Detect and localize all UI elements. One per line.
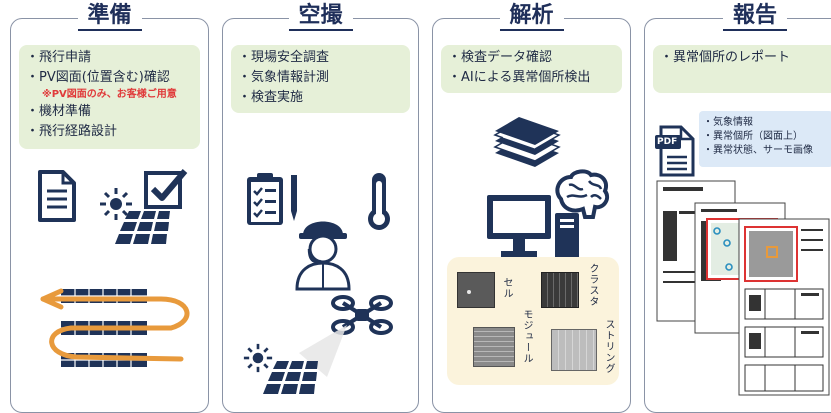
panel-report: 報告 ・異常個所のレポート PDF ・気象情報 ・異常個所（図面上） ・異常状態… <box>644 3 831 413</box>
note-customer-provides: ※PV図面のみ、お客様ご用意 <box>42 89 177 100</box>
panel-preparation: 準備 ・飛行申請 ・PV図面(位置含む)確認 ※PV図面のみ、お客様ご用意 ・機… <box>10 3 209 413</box>
report-item-weather: ・気象情報 <box>703 117 753 128</box>
label-cell: セル <box>501 277 512 299</box>
note-report-locations: ・異常個所のレポート <box>660 50 791 65</box>
brain-icon <box>555 169 610 219</box>
preparation-notes: ・飛行申請 ・PV図面(位置含む)確認 ※PV図面のみ、お客様ご用意 ・機材準備… <box>19 45 200 149</box>
note-data-check: ・検査データ確認 <box>448 50 553 65</box>
aerial-notes: ・現場安全調査 ・気象情報計測 ・検査実施 <box>231 45 410 113</box>
clipboard-checklist-icon <box>247 173 283 225</box>
report-item-thermal: ・異常状態、サーモ画像 <box>703 145 813 156</box>
pen-icon <box>291 175 297 221</box>
note-pv-drawing: ・PV図面(位置含む)確認 <box>26 70 170 85</box>
drone-icon <box>331 295 393 335</box>
pdf-label: PDF <box>657 137 678 147</box>
report-pages-icon <box>656 180 830 396</box>
sun-icon-aerial <box>243 343 273 373</box>
thermal-cluster-image <box>541 272 579 308</box>
thermal-string-image <box>551 329 597 371</box>
panel-title-report: 報告 <box>722 3 788 31</box>
panel-aerial-photography: 空撮 ・現場安全調査 ・気象情報計測 ・検査実施 <box>222 3 419 413</box>
computer-icon <box>487 195 579 267</box>
solar-panel-icon-aerial <box>263 361 318 394</box>
panel-title-aerial: 空撮 <box>288 3 353 31</box>
report-item-locations: ・異常個所（図面上） <box>703 131 803 142</box>
solar-panel-icon <box>115 211 170 244</box>
panel-title-preparation: 準備 <box>77 3 142 31</box>
label-cluster: クラスタ <box>587 263 598 307</box>
report-contents-box: ・気象情報 ・異常個所（図面上） ・異常状態、サーモ画像 <box>699 111 831 167</box>
note-equipment: ・機材準備 <box>26 104 92 119</box>
sun-icon <box>100 188 132 220</box>
document-icon <box>38 170 76 222</box>
panel-analysis: 解析 ・検査データ確認 ・AIによる異常個所検出 <box>432 3 631 413</box>
report-notes: ・異常個所のレポート <box>653 45 831 93</box>
note-site-survey: ・現場安全調査 <box>238 50 330 65</box>
note-inspection: ・検査実施 <box>238 90 304 105</box>
thermal-cell-image <box>457 272 495 308</box>
note-ai-detection: ・AIによる異常個所検出 <box>448 70 591 85</box>
inspector-icon <box>295 221 351 291</box>
checkbox-icon <box>144 169 188 209</box>
pdf-icon: PDF <box>655 125 695 177</box>
label-module: モジュール <box>521 309 532 364</box>
label-string: ストリング <box>603 319 614 374</box>
thermometer-icon <box>368 173 390 230</box>
analysis-results-box: セル クラスタ モジュール ストリング <box>447 257 619 385</box>
note-weather-measure: ・気象情報計測 <box>238 70 330 85</box>
paper-stack-icon <box>493 117 561 167</box>
camera-beam-icon <box>299 325 347 377</box>
thermal-module-image <box>473 327 515 367</box>
analysis-notes: ・検査データ確認 ・AIによる異常個所検出 <box>441 45 622 93</box>
note-flight-application: ・飛行申請 <box>26 50 92 65</box>
panel-title-analysis: 解析 <box>499 3 564 31</box>
note-flight-route: ・飛行経路設計 <box>26 124 118 139</box>
flight-path-icon <box>40 288 190 367</box>
